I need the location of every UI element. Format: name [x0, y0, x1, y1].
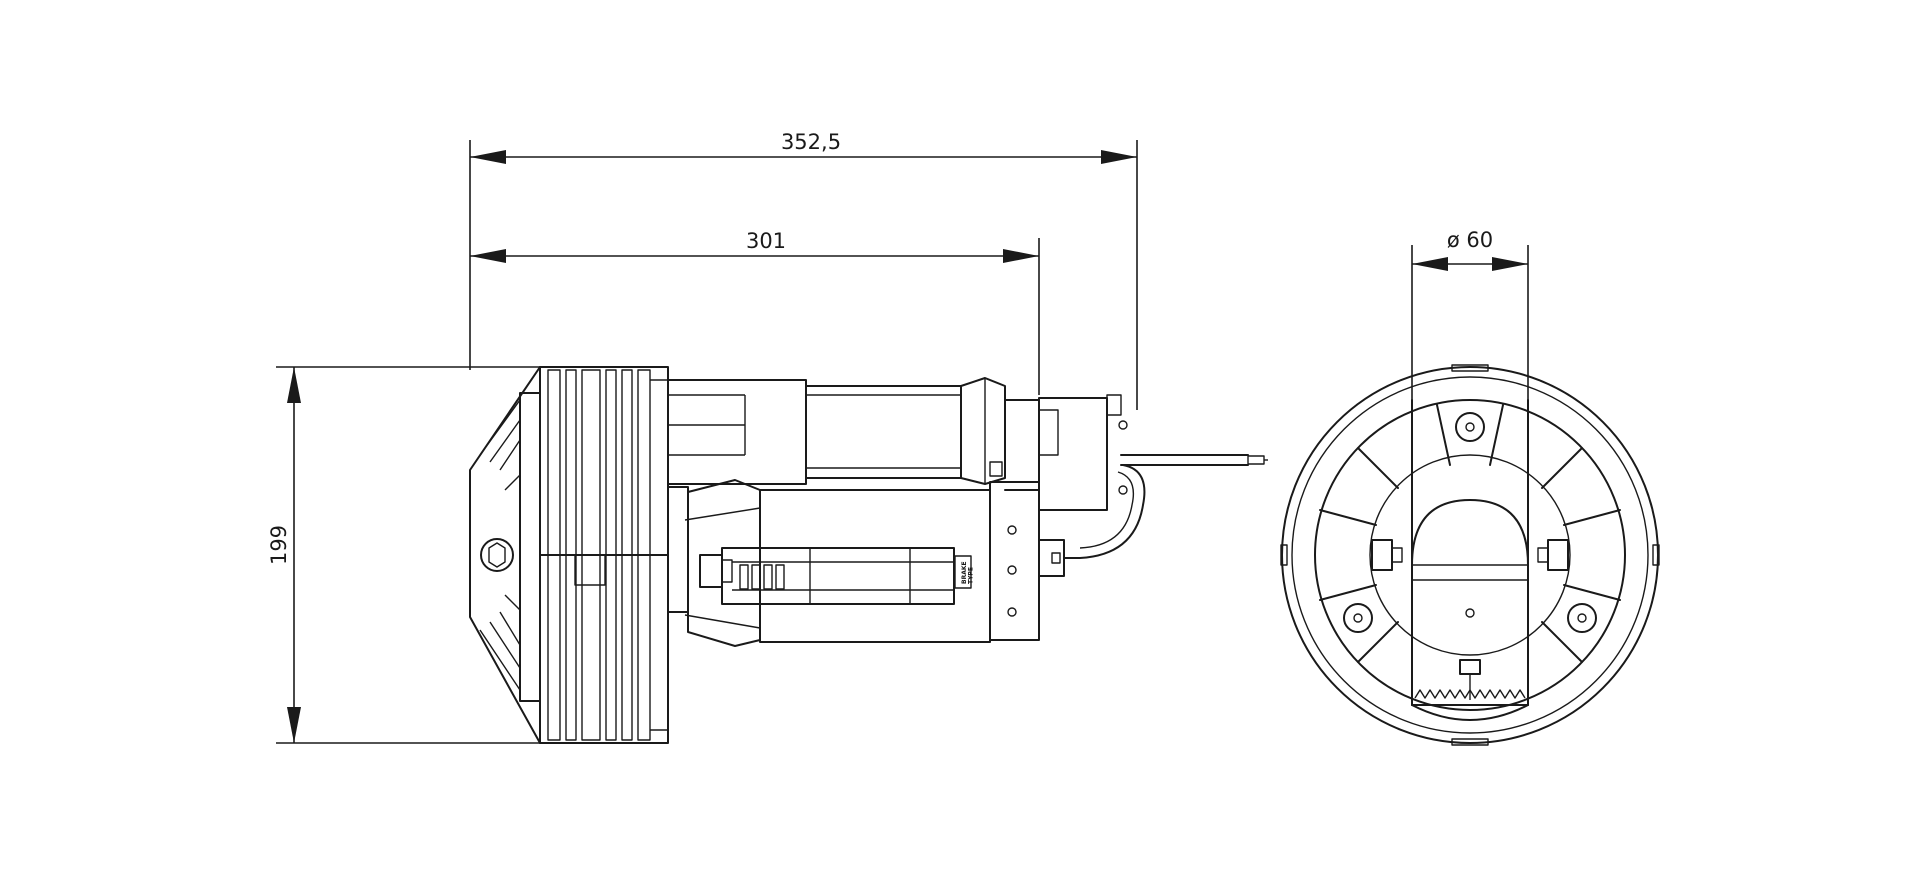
diameter-label: ø 60	[1447, 228, 1493, 252]
gear-housing	[667, 377, 1268, 559]
hex-nut-icon	[480, 538, 514, 572]
brake-unit: BRAKETYPE	[667, 479, 1065, 647]
dimension-diameter: ø 60	[1411, 228, 1529, 600]
dimension-body-length: 301	[470, 229, 1040, 395]
gear-teeth	[1411, 659, 1529, 721]
motor-front-view	[1280, 364, 1660, 746]
body-length-label: 301	[746, 229, 786, 253]
height-label: 199	[267, 525, 291, 565]
label-plate: BRAKETYPE	[954, 555, 975, 589]
dimension-overall-length: 352,5	[469, 130, 1138, 410]
label-plate-text: BRAKETYPE	[961, 561, 975, 584]
motor-side-view: BRAKETYPE	[469, 366, 1268, 744]
end-cap	[469, 366, 541, 744]
front-ribs	[1319, 404, 1621, 663]
dimension-height: 199	[267, 366, 560, 744]
drum-rings	[539, 366, 669, 744]
overall-length-label: 352,5	[781, 130, 841, 154]
